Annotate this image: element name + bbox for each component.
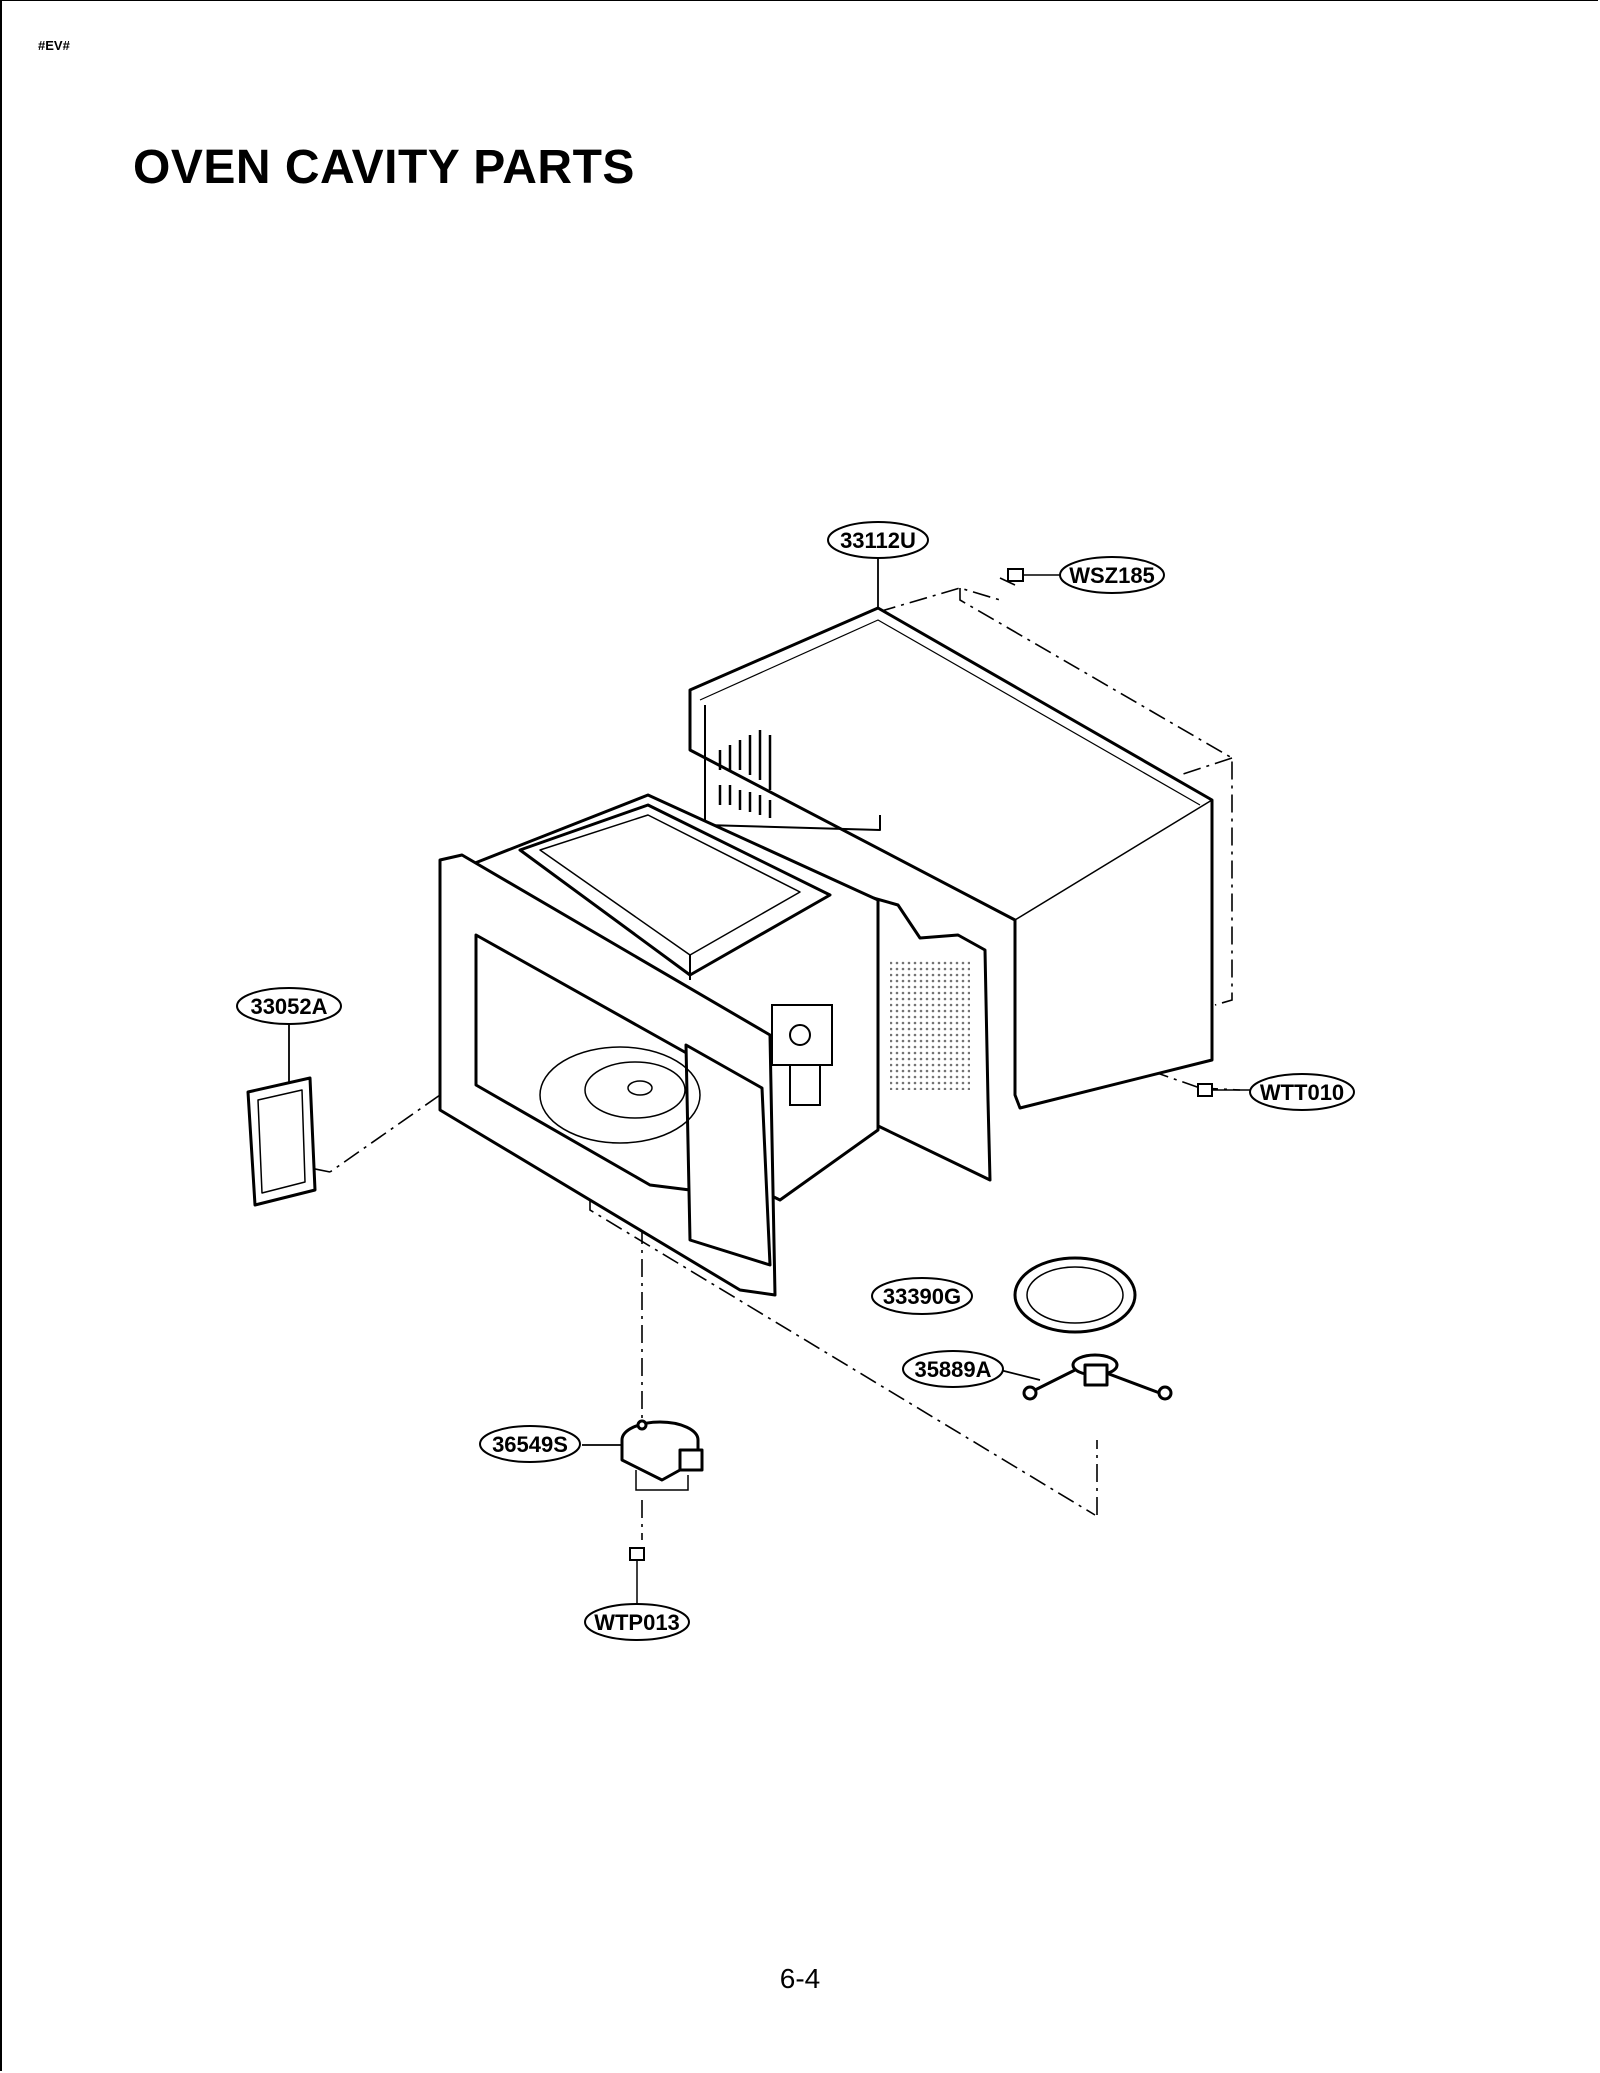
turntable-motor xyxy=(620,1419,704,1482)
part-number-WSZ185: WSZ185 xyxy=(1069,563,1155,588)
part-number-33390G: 33390G xyxy=(883,1284,961,1309)
part-number-WTT010: WTT010 xyxy=(1260,1080,1344,1105)
part-number-33052A: 33052A xyxy=(250,994,327,1019)
front-frame xyxy=(438,853,777,1297)
outer-case xyxy=(688,606,1214,1110)
cavity-motor-assembly xyxy=(771,1004,833,1106)
part-label-33052A: 33052A xyxy=(236,987,342,1025)
part-label-WTT010: WTT010 xyxy=(1249,1073,1355,1111)
part-number-35889A: 35889A xyxy=(914,1357,991,1382)
part-number-36549S: 36549S xyxy=(492,1432,568,1457)
cavity-turntable-floor xyxy=(539,1046,701,1144)
part-label-33112U: 33112U xyxy=(827,521,929,559)
motor-bracket-guide xyxy=(635,1470,689,1491)
part-number-WTP013: WTP013 xyxy=(594,1610,680,1635)
part-label-35889A: 35889A xyxy=(902,1350,1004,1388)
case-vents xyxy=(718,730,772,818)
header-code: #EV# xyxy=(38,38,70,53)
screw-wtp013 xyxy=(629,1547,645,1605)
part-number-33112U: 33112U xyxy=(840,528,916,553)
coupler xyxy=(1022,1353,1173,1401)
page-title: OVEN CAVITY PARTS xyxy=(133,141,635,194)
part-label-33390G: 33390G xyxy=(871,1277,973,1315)
waveguide-cover xyxy=(246,1076,317,1207)
roller-ring xyxy=(1013,1256,1137,1334)
leader-lines xyxy=(288,558,1041,1446)
part-label-WTP013: WTP013 xyxy=(584,1603,690,1641)
page-number: 6-4 xyxy=(779,1963,821,1994)
mesh-pattern xyxy=(890,960,970,1090)
screw-wtt010 xyxy=(1197,1083,1250,1097)
screw-wsz185 xyxy=(1007,568,1060,582)
part-label-WSZ185: WSZ185 xyxy=(1059,556,1165,594)
part-label-36549S: 36549S xyxy=(479,1425,581,1463)
